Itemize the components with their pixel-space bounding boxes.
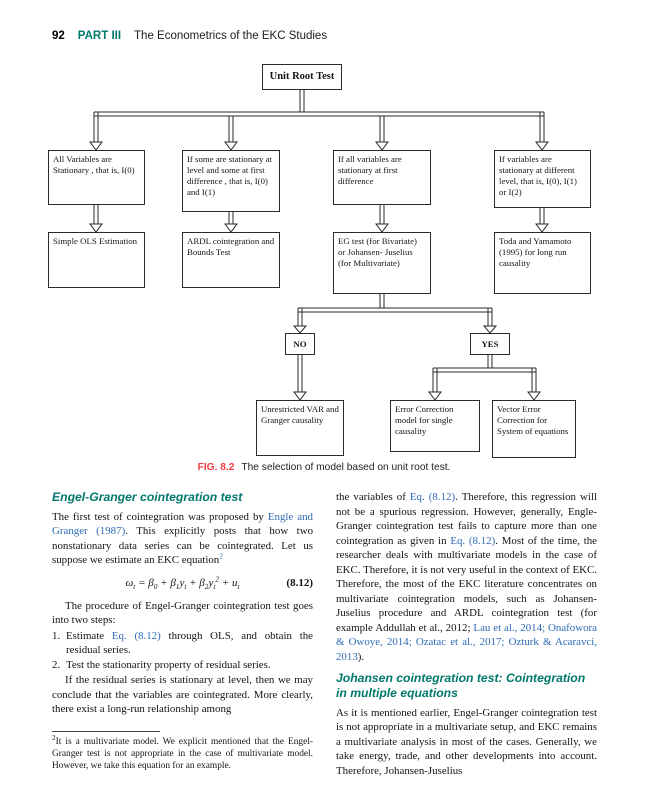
footnote: 2It is a multivariate model. We explicit… <box>52 730 313 773</box>
equation-number: (8.12) <box>286 576 313 589</box>
engel-granger-paragraph-1: The first test of cointegration was prop… <box>52 510 314 567</box>
flow-box-root: Unit Root Test <box>262 64 342 90</box>
engel-granger-paragraph-2: The procedure of Engel-Granger cointegra… <box>52 599 313 627</box>
flow-method-eg-johansen: EG test (for Bivariate) or Johansen- Jus… <box>333 232 431 294</box>
figure-caption-text: The selection of model based on unit roo… <box>241 462 451 473</box>
part-title: The Econometrics of the EKC Studies <box>134 30 328 42</box>
eq-ref-link[interactable]: Eq. (8.12) <box>111 629 161 642</box>
body-columns: Engel-Granger cointegration test The fir… <box>52 490 597 779</box>
flow-decision-yes: YES <box>470 333 510 355</box>
flow-method-ols: Simple OLS Estimation <box>48 232 145 288</box>
eq-ref-link[interactable]: Eq. (8.12) <box>450 534 496 547</box>
flow-condition-1: All Variables are Stationary , that is, … <box>48 150 145 205</box>
section-heading-engel-granger: Engel-Granger cointegration test <box>52 490 243 504</box>
left-column: Engel-Granger cointegration test The fir… <box>52 490 313 779</box>
part-label: PART III <box>77 30 122 42</box>
page-header: 92 PART III The Econometrics of the EKC … <box>52 30 598 42</box>
engel-granger-paragraph-3: If the residual series is stationary at … <box>52 674 313 715</box>
equation-body: ωt = β0 + β1yt + β2yt2 + ut <box>125 574 240 592</box>
list-item-1: 1. Estimate Eq. (8.12) through OLS, and … <box>52 629 313 657</box>
footnote-text: It is a multivariate model. We explicit … <box>52 736 313 771</box>
flow-result-vecm: Vector Error Correction for System of eq… <box>492 400 576 458</box>
flow-result-var: Unrestricted VAR and Granger causality <box>256 400 344 456</box>
equation-8-12: ωt = β0 + β1yt + β2yt2 + ut (8.12) <box>52 574 313 592</box>
flow-result-ecm: Error Correction model for single causal… <box>390 400 480 452</box>
figure-caption: FIG. 8.2 The selection of model based on … <box>0 462 648 473</box>
johansen-paragraph-1: As it is mentioned earlier, Engel-Grange… <box>336 706 597 777</box>
flow-method-ardl: ARDL cointegration and Bounds Test <box>182 232 280 288</box>
right-paragraph-1: the variables of Eq. (8.12). Therefore, … <box>336 491 598 663</box>
right-column: the variables of Eq. (8.12). Therefore, … <box>336 490 597 779</box>
eq-ref-link[interactable]: Eq. (8.12) <box>409 491 456 503</box>
citation-link-engle-granger[interactable]: Engle and Granger (1987) <box>52 510 313 538</box>
flow-condition-2: If some are stationary at level and some… <box>182 150 280 212</box>
section-heading-johansen: Johansen cointegration test: Cointegrati… <box>336 671 586 700</box>
flow-condition-4: If variables are stationary at different… <box>494 150 591 208</box>
footnote-rule <box>52 730 160 732</box>
flow-condition-3: If all variables are stationary at first… <box>333 150 431 205</box>
citations-link[interactable]: Lau et al., 2014; Onafowora & Owoye, 201… <box>336 621 598 663</box>
list-item-2: 2. Test the stationarity property of res… <box>52 658 271 671</box>
steps-list: 1. Estimate Eq. (8.12) through OLS, and … <box>52 629 313 673</box>
figure-caption-label: FIG. 8.2 <box>197 462 235 473</box>
footnote-ref-link[interactable]: 2 <box>219 551 223 561</box>
flow-method-toda-yamamoto: Toda and Yamamoto (1995) for long run ca… <box>494 232 591 294</box>
footnote-mark: 2 <box>52 732 56 742</box>
page-number: 92 <box>52 30 65 42</box>
flow-decision-no: NO <box>285 333 315 355</box>
